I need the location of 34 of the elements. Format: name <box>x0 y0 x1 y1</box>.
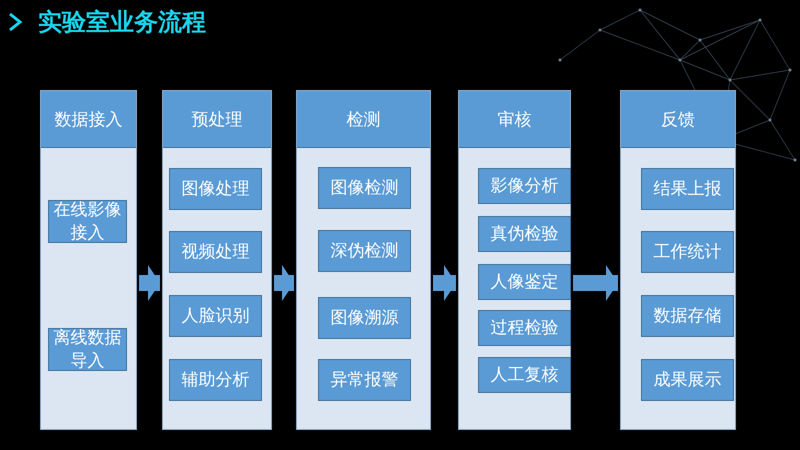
step-box: 图像处理 <box>169 168 262 210</box>
page-title: 实验室业务流程 <box>38 7 206 38</box>
step-box: 辅助分析 <box>169 359 262 401</box>
column-panel <box>40 90 137 430</box>
step-box: 深伪检测 <box>318 230 411 272</box>
arrow <box>573 265 618 301</box>
column-panel <box>162 90 272 430</box>
step-box: 数据存储 <box>641 295 734 337</box>
step-box: 在线影像接入 <box>48 200 127 243</box>
step-box: 图像检测 <box>318 167 411 209</box>
column-header: 审核 <box>459 91 570 148</box>
step-box: 工作统计 <box>641 231 734 273</box>
column-panel <box>458 90 571 430</box>
step-box: 视频处理 <box>169 231 262 273</box>
step-box: 人脸识别 <box>169 295 262 337</box>
column-panel <box>620 90 736 430</box>
step-box: 成果展示 <box>641 359 734 401</box>
arrow <box>433 265 456 301</box>
step-box: 异常报警 <box>318 359 411 401</box>
column-header: 预处理 <box>163 91 271 148</box>
column-header: 反馈 <box>621 91 735 148</box>
column-header: 检测 <box>297 91 430 148</box>
column-header: 数据接入 <box>41 91 136 148</box>
step-box: 真伪检验 <box>478 216 571 252</box>
step-box: 影像分析 <box>478 168 571 204</box>
step-box: 离线数据导入 <box>48 328 127 371</box>
step-box: 人像鉴定 <box>478 264 571 300</box>
step-box: 人工复核 <box>478 357 571 393</box>
step-box: 图像溯源 <box>318 297 411 339</box>
arrow <box>274 265 294 301</box>
step-box: 结果上报 <box>641 168 734 210</box>
step-box: 过程检验 <box>478 310 571 346</box>
arrow <box>139 265 160 301</box>
column-panel <box>296 90 431 430</box>
